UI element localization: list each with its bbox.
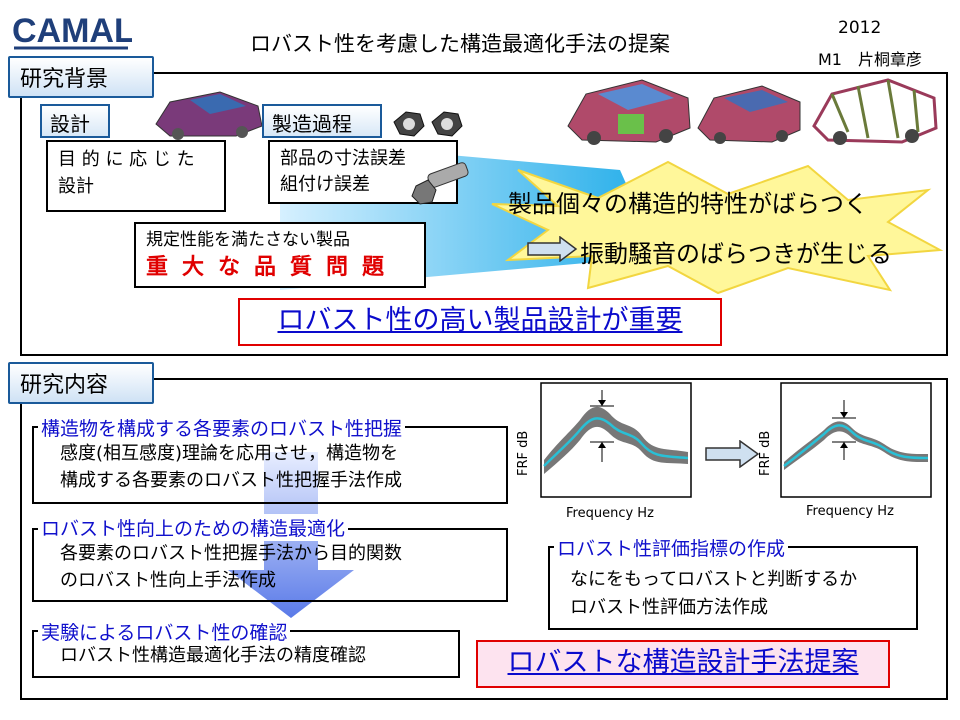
design-tag: 設計 xyxy=(40,104,110,138)
page-title: ロバスト性を考慮した構造最適化手法の提案 xyxy=(250,32,670,56)
research-section-label: 研究内容 xyxy=(8,362,154,404)
frf-arrow-icon xyxy=(705,440,760,468)
variation-text: 製品個々の構造的特性がばらつく xyxy=(508,190,868,218)
design-text-line-2: 設計 xyxy=(58,176,94,197)
frf-xlabel-2: Frequency Hz xyxy=(806,504,894,519)
background-section-label: 研究背景 xyxy=(8,56,154,98)
manufacturing-tag: 製造過程 xyxy=(262,104,382,138)
item2-heading: ロバスト性向上のための構造最適化 xyxy=(38,514,349,541)
camal-logo: CAMAL xyxy=(10,6,135,52)
manufacturing-text-line-1: 部品の寸法誤差 xyxy=(280,148,406,169)
item3-text: ロバスト性構造最適化手法の精度確認 xyxy=(60,645,366,666)
item1-heading: 構造物を構成する各要素のロバスト性把握 xyxy=(38,414,406,441)
item2-text-line-1: 各要素のロバスト性把握手法から目的関数 xyxy=(60,543,402,564)
quality-box: 規定性能を満たさない製品 重大な品質問題 xyxy=(134,222,426,288)
noise-text: 振動騒音のばらつきが生じる xyxy=(580,240,892,268)
logo-text: CAMAL xyxy=(12,12,132,50)
author: M1 片桐章彦 xyxy=(818,50,922,69)
nut-bolt-icon xyxy=(393,111,469,205)
right-arrow-icon xyxy=(527,236,578,262)
item4-text-line-2: ロバスト性評価方法作成 xyxy=(570,597,768,618)
proposal-highlight: ロバストな構造設計手法提案 xyxy=(476,640,890,688)
item2-text-line-2: のロバスト性向上手法作成 xyxy=(60,570,276,591)
item1-text-line-1: 感度(相互感度)理論を応用させ，構造物を xyxy=(60,443,399,464)
item4-text-line-1: なにをもってロバストと判断するか xyxy=(570,569,858,590)
design-box: 目 的 に 応 じ た 設計 xyxy=(46,140,226,212)
car-model-icon-1 xyxy=(567,79,691,145)
car-model-icon-2 xyxy=(697,85,801,144)
frf-ylabel-1: FRF dB xyxy=(516,430,531,476)
manufacturing-text-line-2: 組付け誤差 xyxy=(280,174,370,195)
frf-plot-2 xyxy=(780,382,932,498)
car-frame-icon xyxy=(812,78,938,145)
design-text-line-1: 目 的 に 応 じ た xyxy=(58,149,195,170)
burst-shape xyxy=(491,160,944,295)
item1-text-line-2: 構成する各要素のロバスト性把握手法作成 xyxy=(60,470,402,491)
conclusion-highlight: ロバスト性の高い製品設計が重要 xyxy=(238,298,722,346)
frf-plot-1 xyxy=(540,382,692,498)
item1-box: 感度(相互感度)理論を応用させ，構造物を 構成する各要素のロバスト性把握手法作成 xyxy=(32,426,508,504)
car-body-icon xyxy=(155,91,263,140)
quality-issue-text: 重大な品質問題 xyxy=(146,255,399,280)
frf-ylabel-2: FRF dB xyxy=(758,430,773,476)
year: 2012 xyxy=(838,18,882,38)
item3-heading: 実験によるロバスト性の確認 xyxy=(38,618,291,645)
quality-text: 規定性能を満たさない製品 xyxy=(146,230,350,250)
item4-heading: ロバスト性評価指標の作成 xyxy=(554,534,789,561)
frf-xlabel-1: Frequency Hz xyxy=(566,506,654,521)
